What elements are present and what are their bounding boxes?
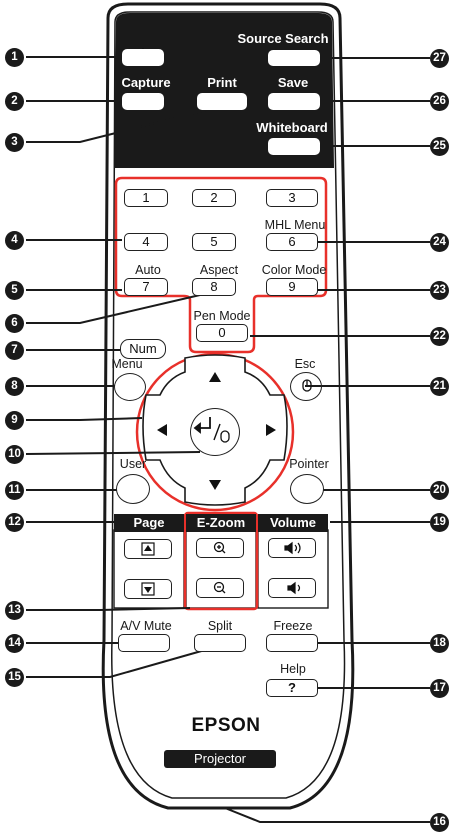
callout-3: 3	[5, 133, 24, 152]
digit-8-button[interactable]: 8	[192, 278, 236, 296]
volume-header: Volume	[258, 514, 328, 532]
save-label: Save	[278, 76, 308, 90]
freeze-label: Freeze	[274, 619, 313, 633]
user-label: User	[120, 457, 146, 471]
volume-down-button[interactable]	[268, 578, 316, 598]
callout-11: 11	[5, 481, 24, 500]
callout-5: 5	[5, 281, 24, 300]
print-label: Print	[207, 76, 237, 90]
right-button[interactable]	[255, 410, 285, 450]
aspect-label: Aspect	[200, 263, 238, 277]
callout-21: 21	[430, 377, 449, 396]
pointer-label: Pointer	[289, 457, 329, 471]
callout-26: 26	[430, 92, 449, 111]
callout-27: 27	[430, 49, 449, 68]
av-mute-button[interactable]	[118, 634, 170, 652]
left-button[interactable]	[145, 410, 175, 450]
color-mode-label: Color Mode	[262, 263, 327, 277]
callout-18: 18	[430, 634, 449, 653]
callout-10: 10	[5, 445, 24, 464]
split-label: Split	[208, 619, 232, 633]
page-header: Page	[114, 514, 184, 532]
callout-13: 13	[5, 601, 24, 620]
auto-label: Auto	[135, 263, 161, 277]
product-label: Projector	[164, 750, 276, 768]
whiteboard-label: Whiteboard	[256, 121, 328, 135]
callout-22: 22	[430, 327, 449, 346]
down-button[interactable]	[195, 472, 235, 502]
pen-mode-label: Pen Mode	[194, 309, 251, 323]
freeze-button[interactable]	[266, 634, 318, 652]
digit-4-button[interactable]: 4	[124, 233, 168, 251]
callout-14: 14	[5, 634, 24, 653]
digit-6-button[interactable]: 6	[266, 233, 318, 251]
source-search-label: Source Search	[237, 32, 328, 46]
callout-2: 2	[5, 92, 24, 111]
capture-button[interactable]	[122, 93, 164, 110]
digit-5-button[interactable]: 5	[192, 233, 236, 251]
split-button[interactable]	[194, 634, 246, 652]
callout-17: 17	[430, 679, 449, 698]
callout-19: 19	[430, 513, 449, 532]
digit-1-button[interactable]: 1	[124, 189, 168, 207]
enter-button[interactable]	[190, 408, 240, 456]
callout-4: 4	[5, 231, 24, 250]
save-button[interactable]	[268, 93, 320, 110]
callout-8: 8	[5, 377, 24, 396]
callout-16: 16	[430, 813, 449, 832]
zoom-in-button[interactable]	[196, 538, 244, 558]
callout-7: 7	[5, 341, 24, 360]
menu-label: Menu	[111, 357, 142, 371]
callout-6: 6	[5, 314, 24, 333]
source-search-button[interactable]	[268, 50, 320, 66]
whiteboard-button[interactable]	[268, 138, 320, 155]
brand-logo: EPSON	[191, 715, 260, 737]
capture-label: Capture	[121, 76, 170, 90]
help-button[interactable]: ?	[266, 679, 318, 697]
pointer-button[interactable]	[290, 474, 324, 504]
callout-20: 20	[430, 481, 449, 500]
page-up-button[interactable]	[124, 539, 172, 559]
up-button[interactable]	[195, 360, 235, 390]
callout-12: 12	[5, 513, 24, 532]
esc-label: Esc	[295, 357, 316, 371]
print-button[interactable]	[197, 93, 247, 110]
digit-3-button[interactable]: 3	[266, 189, 318, 207]
mhl-menu-label: MHL Menu	[265, 218, 326, 232]
callout-23: 23	[430, 281, 449, 300]
callout-15: 15	[5, 668, 24, 687]
digit-2-button[interactable]: 2	[192, 189, 236, 207]
menu-button[interactable]	[114, 373, 146, 401]
ezoom-header: E-Zoom	[186, 514, 256, 532]
volume-up-button[interactable]	[268, 538, 316, 558]
user-button[interactable]	[116, 474, 150, 504]
callout-1: 1	[5, 48, 24, 67]
digit-7-button[interactable]: 7	[124, 278, 168, 296]
help-label: Help	[280, 662, 306, 676]
av-mute-label: A/V Mute	[120, 619, 171, 633]
page-down-button[interactable]	[124, 579, 172, 599]
digit-0-button[interactable]: 0	[196, 324, 248, 342]
power-button[interactable]	[122, 49, 164, 66]
callout-25: 25	[430, 137, 449, 156]
callout-24: 24	[430, 233, 449, 252]
zoom-out-button[interactable]	[196, 578, 244, 598]
callout-9: 9	[5, 411, 24, 430]
esc-button[interactable]	[290, 372, 322, 401]
digit-9-button[interactable]: 9	[266, 278, 318, 296]
num-button[interactable]: Num	[120, 339, 166, 359]
